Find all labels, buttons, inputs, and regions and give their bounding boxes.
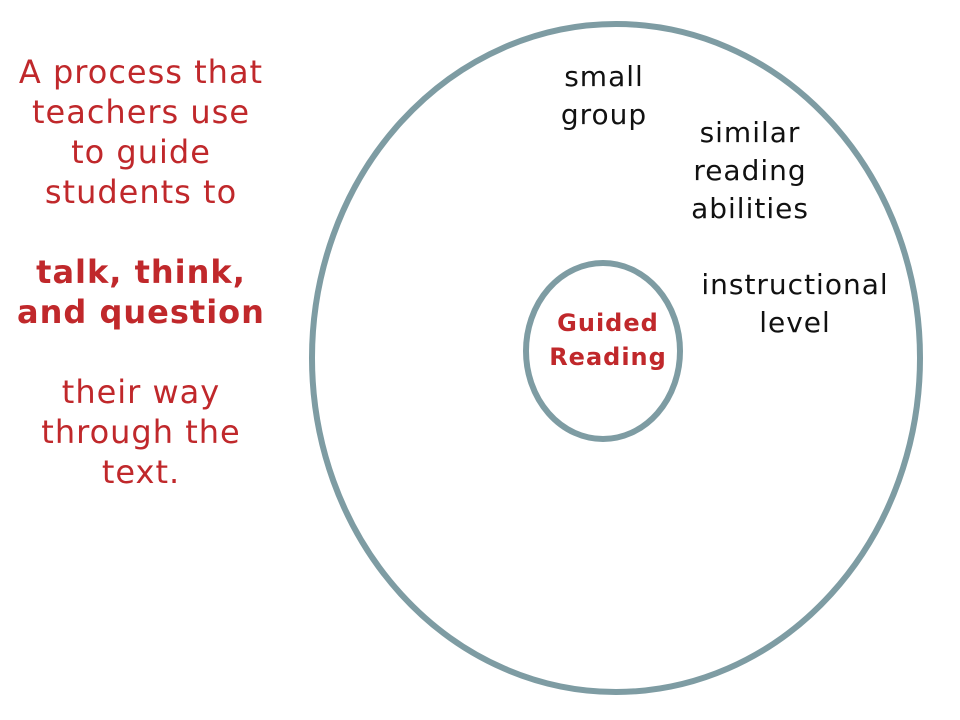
definition-text: A process that teachers use to guide stu… xyxy=(10,52,272,492)
inner-circle xyxy=(523,260,683,442)
definition-emphasis: talk, think, and question xyxy=(17,253,265,331)
outer-circle xyxy=(309,21,923,695)
definition-ending: their way through the text. xyxy=(41,373,241,491)
definition-intro: A process that teachers use to guide stu… xyxy=(18,53,264,211)
label-small-group: small group xyxy=(560,60,648,131)
label-instructional-level: instructional level xyxy=(701,268,889,339)
center-label-guided-reading: Guided Reading xyxy=(549,309,667,371)
label-similar-reading-abilities: similar reading abilities xyxy=(691,116,809,225)
